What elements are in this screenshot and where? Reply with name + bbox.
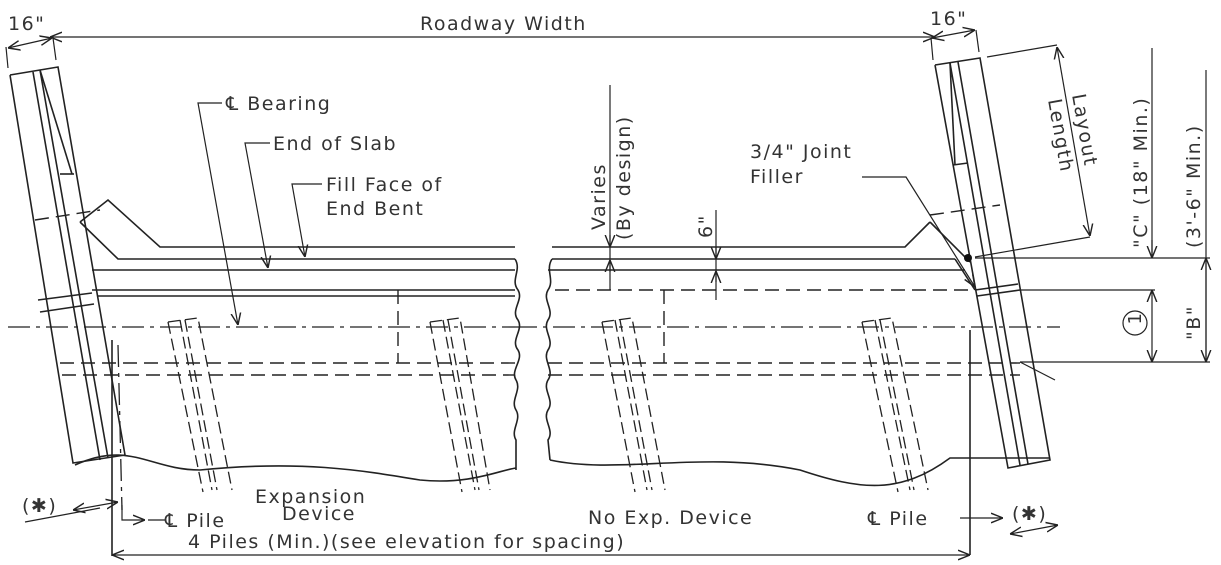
left-width-label: 16" [8,13,45,35]
six-inch-label: 6" [695,214,717,238]
slab-right [515,221,1060,461]
right-barrier [929,57,1051,469]
asterisk-right-label: (✱) [1012,503,1047,525]
cl-bearing-callout: ℄ Bearing [197,93,331,325]
cl-bearing-label: ℄ Bearing [225,93,331,115]
piles-note-label: 4 Piles (Min.)(see elevation for spacing… [188,531,625,553]
fill-face-label-2: End Bent [326,198,424,220]
cl-pile-left-label: ℄ Pile [164,510,226,532]
pile-1 [167,317,233,493]
end-of-slab-callout: End of Slab [244,133,397,268]
layout-length-dimension: Layout Length [974,44,1102,258]
asterisk-left-label: (✱) [22,495,57,517]
left-barrier [9,66,126,464]
joint-filler-callout: 3/4" Joint Filler [750,141,975,287]
dim-b-label: "B" [1183,305,1205,340]
note-1-label: 1 [1125,312,1146,325]
expansion-label: Expansion [255,486,366,508]
varies-label: Varies [588,163,610,230]
end-of-slab-label: End of Slab [273,133,397,155]
roadway-width-dimension: Roadway Width [50,13,935,37]
pile-2 [429,317,491,493]
varies-dimension: Varies (By design) [588,85,635,290]
fill-face-callout: Fill Face of End Bent [291,174,443,257]
bottom-dimensions: (✱) (✱) ℄ Pile ℄ Pile Expansion Device N… [22,330,1058,556]
dim-b-min-label: (3'-6" Min.) [1183,124,1205,248]
pile-3 [601,317,666,493]
device-label: Device [282,503,356,525]
cl-pile-right-label: ℄ Pile [867,508,929,530]
joint-filler-label-1: 3/4" Joint [750,141,852,163]
fill-face-label-1: Fill Face of [326,174,443,196]
slab-left [8,198,521,470]
pile-4 [861,317,929,493]
roadway-width-label: Roadway Width [420,13,587,35]
c-b-dimensions: "C" (18" Min.) (3'-6" Min.) "B" 1 [975,48,1210,381]
dim-c-label: "C" (18" Min.) [1130,97,1152,248]
no-exp-device-label: No Exp. Device [588,507,753,529]
left-barrier-width-dimension: 16" [5,13,57,69]
right-barrier-width-dimension: 16" [930,8,980,61]
six-inch-dimension: 6" [695,210,717,300]
joint-filler-label-2: Filler [750,166,804,188]
by-design-label: (By design) [613,115,635,240]
right-width-label: 16" [930,8,967,30]
